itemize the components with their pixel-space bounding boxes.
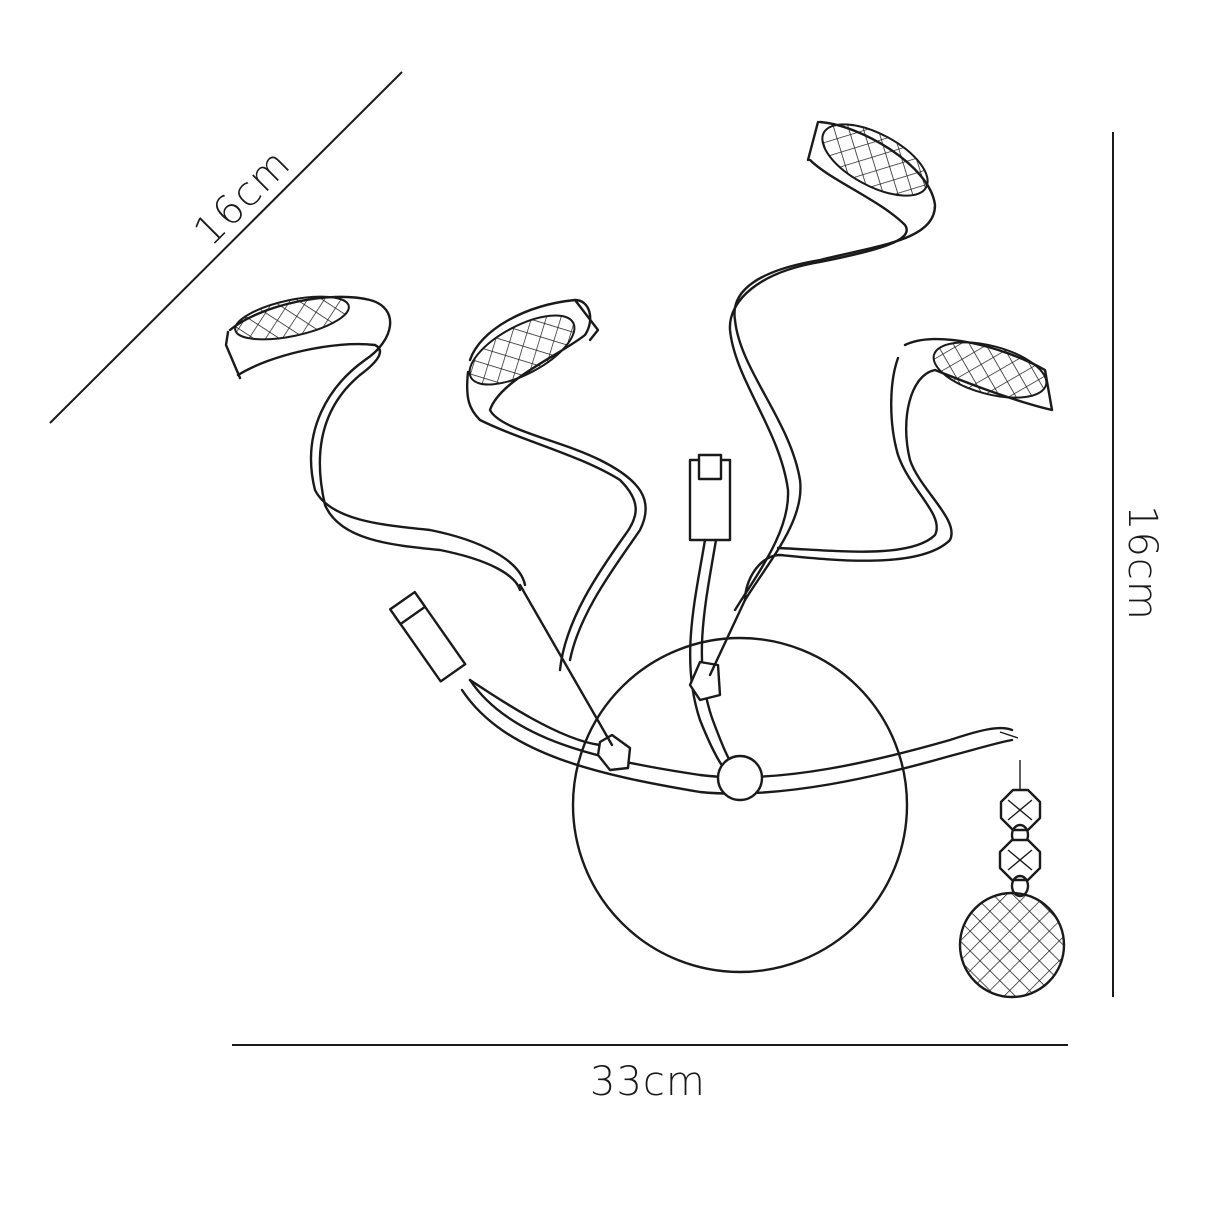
candle-arm-left xyxy=(388,590,602,747)
back-plate xyxy=(571,636,909,974)
width-label: 33cm xyxy=(590,1059,706,1105)
candle-arm-center xyxy=(688,453,744,787)
joint-left xyxy=(596,733,632,772)
arm-connector-center xyxy=(708,598,747,677)
ribbon-arm-left xyxy=(224,295,527,592)
depth-dimension-line xyxy=(49,71,403,424)
main-arm xyxy=(468,678,1014,779)
crystal-panel xyxy=(468,314,576,386)
round-crystal-pendant xyxy=(958,891,1066,999)
arm-connector-left xyxy=(518,583,614,747)
crystal-panel xyxy=(821,123,929,197)
ribbon-arm-left-center xyxy=(466,298,647,672)
ribbon-arm-right xyxy=(743,337,1054,602)
ribbon-arm-center-tall xyxy=(728,120,937,612)
main-arm-edge xyxy=(460,688,1014,795)
crystal-panel xyxy=(932,341,1048,399)
crystal-panel xyxy=(234,295,350,341)
center-hub xyxy=(716,754,764,802)
crystal-drop xyxy=(958,731,1066,999)
height-label: 16cm xyxy=(1119,505,1165,621)
